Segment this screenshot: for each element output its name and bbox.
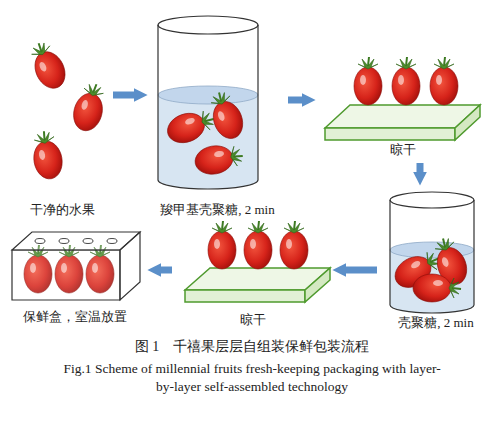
process-stage: 晾干 — [175, 230, 330, 330]
vent-hole — [35, 239, 45, 244]
tomato — [25, 38, 71, 93]
flow-arrow — [160, 267, 172, 274]
tomato — [430, 57, 458, 105]
tomato — [205, 88, 248, 143]
tomato — [280, 221, 308, 269]
beaker-wall — [390, 200, 474, 313]
flow-arrow — [417, 163, 424, 173]
process-stage: 干净的水果 — [15, 20, 110, 220]
tomato — [354, 57, 382, 105]
tray-front — [185, 290, 305, 302]
tray-front — [325, 128, 455, 140]
beaker-rim — [390, 192, 474, 208]
process-stage: 晾干 — [318, 40, 488, 160]
box-lid — [12, 232, 140, 250]
vent-hole — [83, 239, 93, 244]
drying-tray — [325, 57, 480, 140]
tomato — [193, 141, 245, 177]
stage-label: 干净的水果 — [30, 202, 95, 220]
vent-hole — [107, 239, 117, 244]
box-front — [12, 250, 120, 300]
drying-tray — [185, 221, 330, 302]
process-stage: 羧甲基壳聚糖, 2 min — [150, 10, 285, 220]
tomato — [70, 80, 109, 134]
tomato — [29, 129, 65, 181]
stage-label: 晾干 — [390, 142, 416, 160]
liquid-surface — [158, 86, 258, 104]
vent-hole — [59, 239, 69, 244]
beaker-rim — [158, 16, 258, 34]
flow-arrow — [345, 267, 377, 274]
process-stage: 壳聚糖, 2 min — [380, 188, 492, 333]
tray-side — [305, 268, 330, 302]
tomato — [413, 274, 461, 302]
beaker-wall — [158, 25, 258, 189]
beaker-chitosan — [390, 192, 474, 313]
stage-label: 壳聚糖, 2 min — [398, 315, 473, 333]
tomato — [244, 221, 272, 269]
flow-arrow — [113, 92, 135, 99]
flow-arrow — [288, 97, 303, 104]
tomato — [392, 57, 420, 105]
stage-label: 保鲜盒，室温放置 — [23, 309, 127, 327]
tomato — [163, 105, 218, 148]
stage-label: 晾干 — [240, 312, 266, 330]
figure-caption: 图 1 千禧果层层自组装保鲜包装流程 — [0, 338, 504, 356]
tray-side — [455, 105, 480, 140]
tomato — [208, 221, 236, 269]
liquid — [158, 95, 258, 189]
beaker-cmc — [158, 16, 258, 189]
process-stage: 保鲜盒，室温放置 — [5, 222, 145, 327]
fresh-box — [12, 232, 140, 300]
stage-label: 羧甲基壳聚糖, 2 min — [160, 202, 274, 220]
tray-top — [325, 105, 480, 128]
clean-tomatoes — [25, 38, 109, 181]
english-caption: Fig.1 Scheme of millennial fruits fresh-… — [57, 360, 447, 395]
box-side — [120, 232, 140, 300]
